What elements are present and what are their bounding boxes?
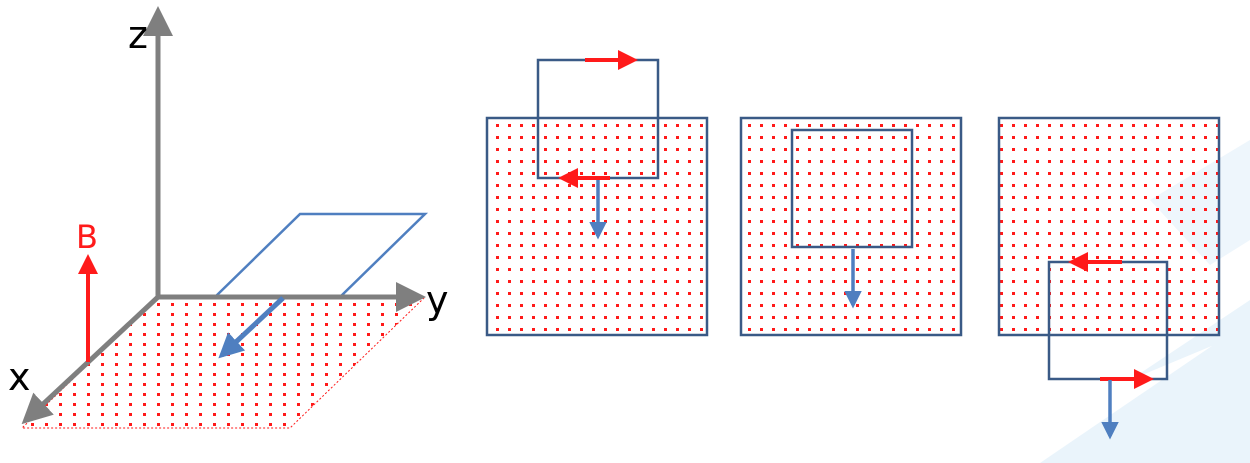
x-axis-label: x xyxy=(8,355,31,399)
conducting-loop-3d xyxy=(211,212,429,299)
field-region-panel-2 xyxy=(739,116,963,337)
field-region-plane xyxy=(20,296,427,429)
conducting-loop-panel-2 xyxy=(790,128,914,249)
field-region-panel-3 xyxy=(997,116,1221,337)
panel-inside xyxy=(739,116,963,337)
velocity-arrow-3d xyxy=(218,296,285,359)
panel-entering xyxy=(485,50,709,337)
y-axis-label: y xyxy=(426,278,449,322)
field-b-label: B xyxy=(76,218,98,256)
x-axis xyxy=(21,295,160,425)
perspective-view: z y x B xyxy=(8,6,449,429)
panel-leaving xyxy=(997,116,1221,440)
watermark-shape xyxy=(1040,300,1250,463)
z-axis-label: z xyxy=(128,13,148,57)
